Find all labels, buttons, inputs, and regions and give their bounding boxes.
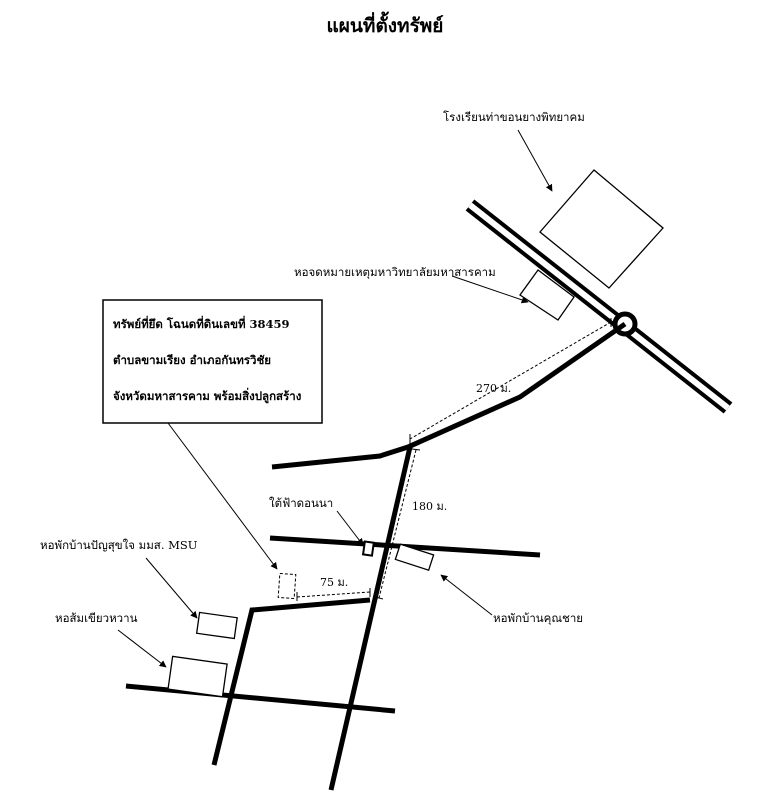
label-dorm-panya: หอพักบ้านปัญสุขใจ มมส. MSU (40, 538, 198, 552)
distance-line-75 (296, 591, 371, 598)
dorm-panya-building (195, 611, 238, 640)
arrow-dorm-khunchai (440, 574, 493, 616)
roads (125, 321, 627, 791)
distance-label-180: 180 ม. (412, 500, 447, 513)
arrow-property (167, 422, 278, 570)
label-school: โรงเรียนท่าขอนยางพิทยาคม (443, 110, 585, 124)
distance-line-270 (409, 321, 612, 440)
map-title: แผนที่ตั้งทรัพย์ (327, 11, 444, 37)
arrow-dorm-panya (145, 557, 198, 619)
pointer-arrows (117, 129, 553, 668)
distance-label-75: 75 ม. (320, 576, 348, 589)
arrow-library (451, 275, 529, 304)
dorm-som-building (167, 655, 228, 698)
property-line-2: ตำบลขามเรียง อำเภอกันทรวิชัย (113, 353, 271, 367)
property-line-1: ทรัพย์ที่ยึด โฉนดที่ดินเลขที่ 38459 (113, 315, 290, 331)
library-building (519, 269, 575, 321)
label-dorm-som: หอส้มเขียวหวาน (55, 611, 138, 625)
buildings (167, 169, 664, 698)
label-dorm-khunchai: หอพักบ้านคุณชาย (493, 611, 583, 625)
dorm-khunchai-building (394, 543, 435, 571)
label-under-sky: ใต้ฟ้าดอนนา (269, 496, 333, 510)
road-vertical-main (328, 446, 413, 791)
distance-label-270: 270 ม. (476, 382, 511, 395)
highway (465, 199, 733, 414)
arrow-under-sky (336, 510, 364, 546)
arrow-dorm-som (117, 629, 167, 668)
label-library: หอจดหมายเหตุมหาวิทยาลัยมหาสารคาม (294, 265, 496, 279)
school-building (539, 169, 664, 289)
arrow-school (517, 129, 553, 192)
property-info-box (102, 299, 323, 424)
distance-line-180 (378, 449, 417, 599)
road-horizontal-lower (125, 683, 396, 714)
distance-lines (296, 321, 612, 599)
road-branch-west (211, 597, 371, 766)
under-sky-building (361, 540, 375, 557)
road-main-connector (271, 321, 627, 470)
property-location-marker (277, 572, 297, 600)
property-line-3: จังหวัดมหาสารคาม พร้อมสิ่งปลูกสร้าง (113, 387, 302, 404)
